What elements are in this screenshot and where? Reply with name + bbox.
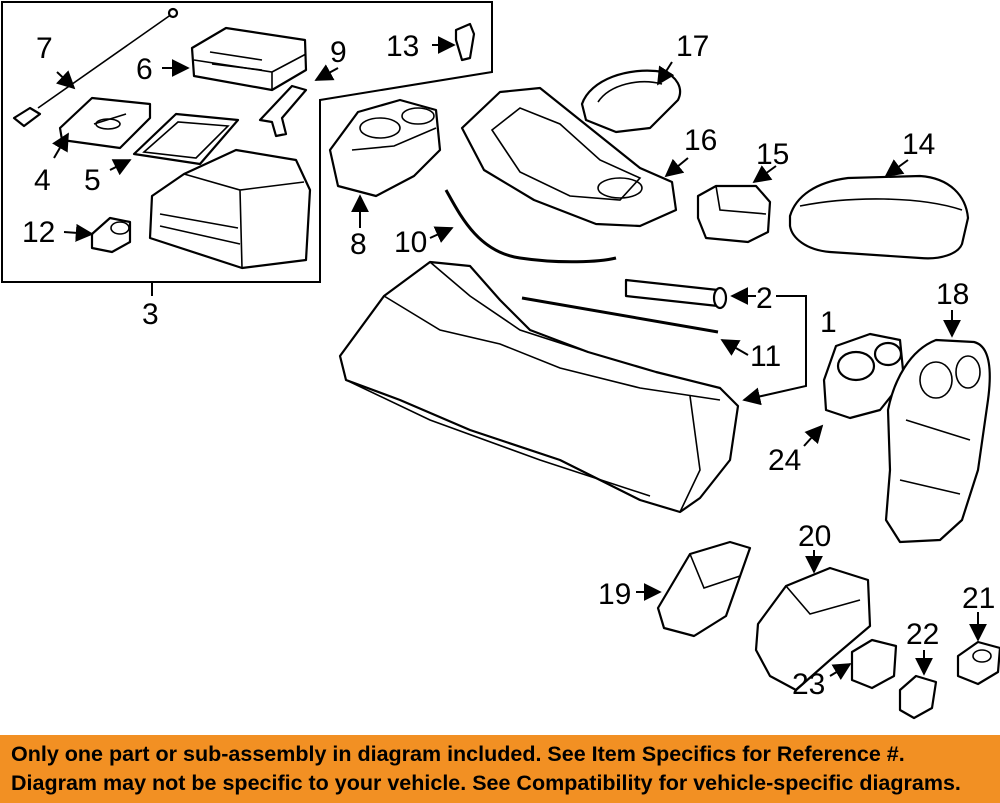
callout-5: 5 (84, 164, 101, 197)
part-21-switch (956, 640, 1000, 686)
callout-9: 9 (330, 36, 347, 69)
callout-11: 11 (750, 340, 781, 373)
part-6-control-module (190, 26, 308, 92)
notice-line-2: Diagram may not be specific to your vehi… (11, 771, 961, 795)
callout-24: 24 (768, 444, 801, 477)
callout-12: 12 (22, 216, 55, 249)
callout-18: 18 (936, 278, 969, 311)
part-23-button (850, 638, 898, 690)
part-9-bracket (258, 84, 308, 138)
part-7-cable (12, 7, 179, 128)
callout-2: 2 (756, 282, 773, 315)
callout-14: 14 (902, 128, 935, 161)
part-15-actuator (696, 184, 772, 244)
callout-21: 21 (962, 582, 995, 615)
leader-lines (52, 36, 987, 681)
part-16-trim-panel (460, 86, 678, 228)
callout-4: 4 (34, 164, 51, 197)
part-1-center-console (338, 260, 740, 514)
part-22-button (898, 674, 938, 720)
part-18-trim-bezel (884, 338, 991, 544)
exploded-parts-diagram: 7 6 9 13 4 5 12 3 8 10 17 16 15 14 2 1 1… (1, 1, 1000, 720)
callout-3: 3 (142, 298, 159, 331)
part-5-mat (132, 112, 240, 166)
part-20-shifter-housing (754, 566, 872, 692)
callout-23: 23 (792, 668, 825, 701)
notice-line-1: Only one part or sub-assembly in diagram… (11, 742, 905, 766)
callout-15: 15 (756, 138, 789, 171)
part-17-lid (580, 69, 682, 134)
part-2-cylinder (624, 278, 728, 310)
callout-19: 19 (598, 578, 631, 611)
part-12-switch (90, 216, 132, 254)
callout-10: 10 (394, 226, 427, 259)
part-11-rod (521, 296, 719, 334)
callout-22: 22 (906, 618, 939, 651)
notice-banner: Only one part or sub-assembly in diagram… (0, 735, 1000, 803)
part-19-switch-panel (656, 540, 752, 638)
part-10-trim-strip (444, 189, 617, 264)
part-14-armrest (788, 174, 970, 260)
callout-8: 8 (350, 228, 367, 261)
part-13-clip (454, 22, 476, 62)
callout-6: 6 (136, 53, 153, 86)
callout-16: 16 (684, 124, 717, 157)
callout-7: 7 (36, 32, 53, 65)
callout-13: 13 (386, 30, 419, 63)
part-4-tray (58, 96, 152, 150)
callout-1: 1 (820, 306, 837, 339)
part-8-cup-holder-insert (328, 98, 442, 198)
callout-17: 17 (676, 30, 709, 63)
sub-assembly-frame (1, 1, 493, 283)
part-24-air-vents (822, 332, 906, 420)
callout-20: 20 (798, 520, 831, 553)
part-3-storage-compartment (148, 148, 312, 270)
